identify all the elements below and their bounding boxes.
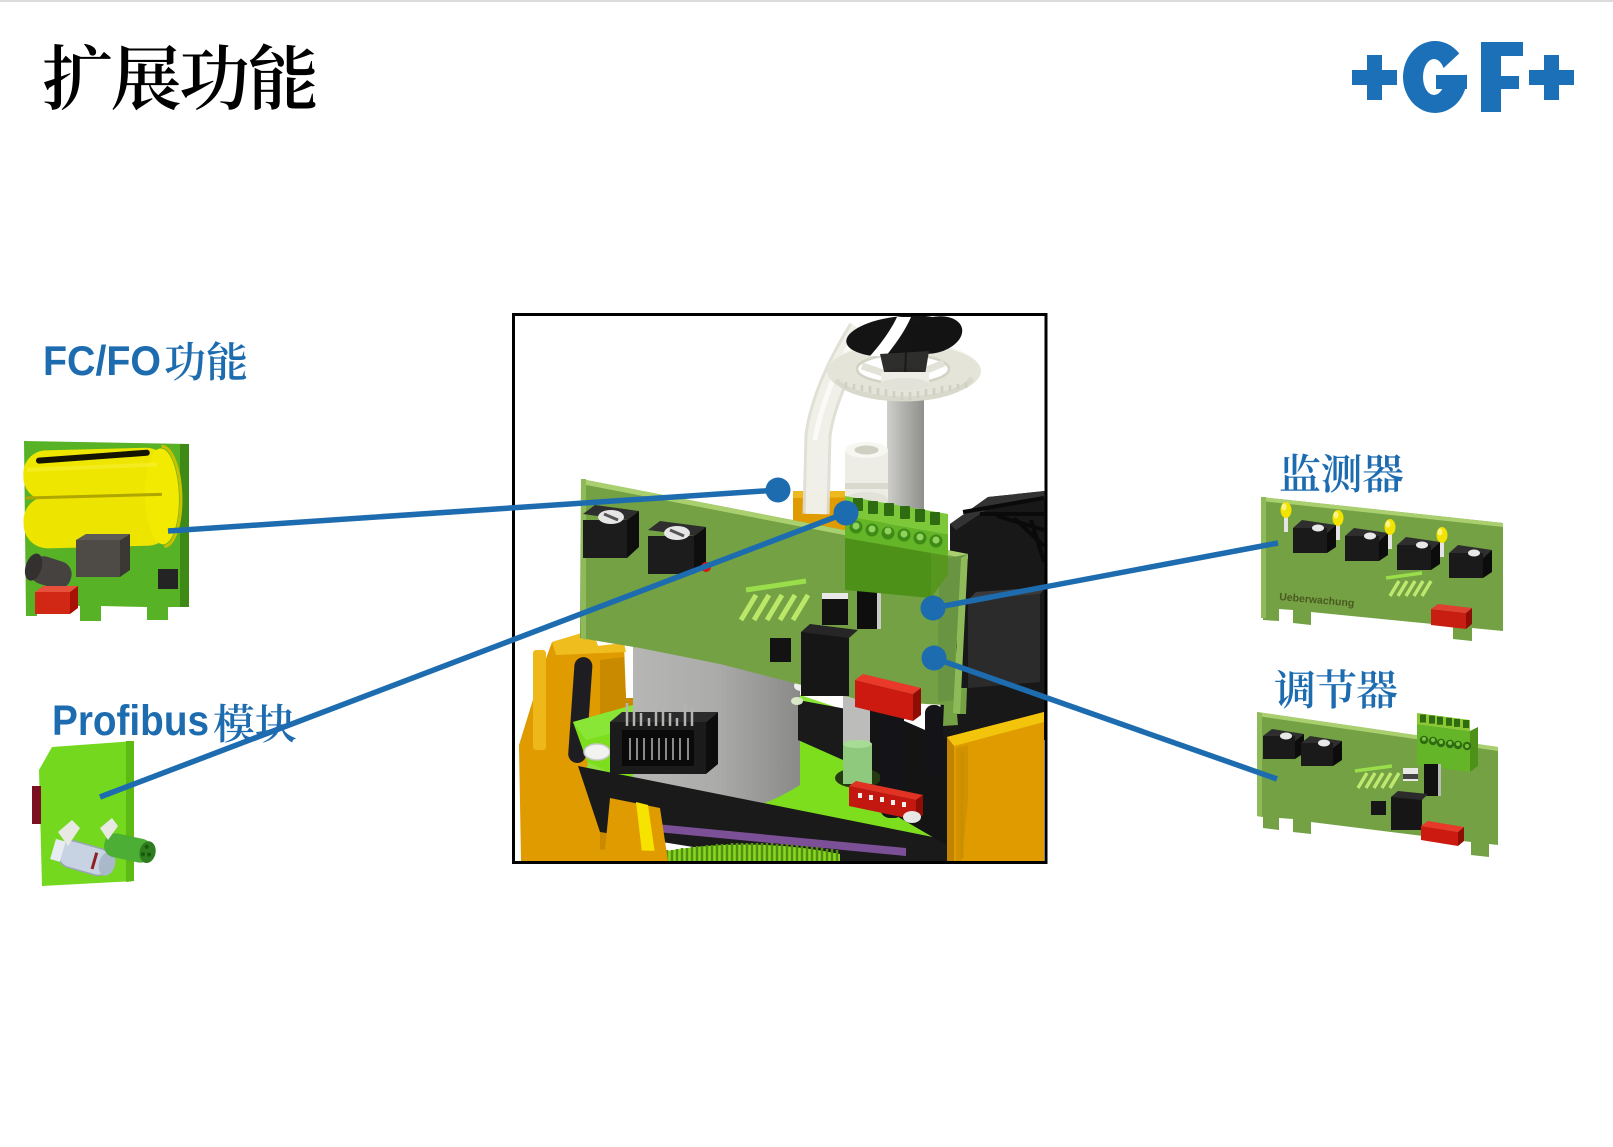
svg-text:FC/FO: FC/FO bbox=[43, 337, 161, 384]
svg-text:Profibus: Profibus bbox=[52, 697, 209, 745]
